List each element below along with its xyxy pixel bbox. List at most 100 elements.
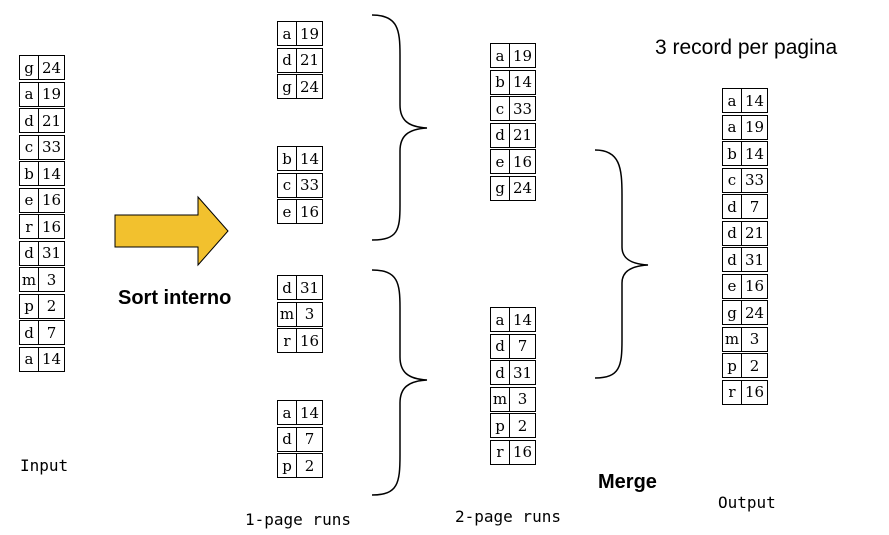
- record-value: 2: [39, 293, 65, 319]
- record-key: g: [490, 175, 510, 201]
- record-value: 14: [510, 307, 536, 332]
- record-key: r: [19, 214, 39, 239]
- record-key: a: [490, 43, 510, 68]
- record-key: b: [277, 146, 297, 171]
- record-value: 24: [510, 175, 536, 201]
- record-value: 33: [510, 96, 536, 121]
- record-key: p: [722, 353, 742, 378]
- record-key: e: [490, 149, 510, 174]
- record-value: 24: [742, 300, 768, 325]
- diagram-title: 3 record per pagina: [655, 36, 838, 59]
- record-value: 31: [297, 275, 323, 300]
- record-key: p: [277, 453, 297, 478]
- record-value: 7: [510, 333, 536, 359]
- record-value: 3: [510, 386, 536, 412]
- record-value: 31: [510, 360, 536, 385]
- record-key: d: [277, 426, 297, 452]
- record-key: a: [277, 21, 297, 46]
- record-key: g: [277, 74, 297, 99]
- record-value: 31: [39, 240, 65, 266]
- one-page-runs-label: 1-page runs: [245, 510, 351, 529]
- record-value: 24: [39, 55, 65, 80]
- record-key: c: [277, 172, 297, 198]
- sort-label: Sort interno: [118, 287, 232, 309]
- record-value: 19: [297, 21, 323, 46]
- record-value: 16: [742, 379, 768, 405]
- record-value: 7: [39, 320, 65, 345]
- record-key: b: [490, 69, 510, 95]
- record-key: d: [490, 122, 510, 148]
- record-key: d: [19, 320, 39, 345]
- record-key: c: [19, 134, 39, 160]
- record-value: 14: [39, 161, 65, 186]
- record-key: a: [19, 81, 39, 107]
- record-key: a: [277, 400, 297, 425]
- record-value: 16: [742, 273, 768, 299]
- record-value: 16: [297, 199, 323, 224]
- record-value: 2: [297, 453, 323, 478]
- record-value: 19: [510, 43, 536, 68]
- record-key: c: [490, 96, 510, 121]
- record-key: g: [19, 55, 39, 80]
- record-key: d: [277, 275, 297, 300]
- record-key: d: [722, 194, 742, 219]
- record-value: 14: [510, 69, 536, 95]
- record-key: d: [19, 240, 39, 266]
- record-value: 16: [39, 214, 65, 239]
- record-value: 14: [297, 146, 323, 171]
- record-key: a: [722, 114, 742, 140]
- record-value: 2: [742, 353, 768, 378]
- record-key: c: [722, 167, 742, 193]
- record-key: a: [490, 307, 510, 332]
- record-key: g: [722, 300, 742, 325]
- record-value: 16: [39, 187, 65, 213]
- record-value: 3: [39, 267, 65, 292]
- record-key: b: [722, 141, 742, 166]
- record-value: 16: [510, 439, 536, 465]
- record-key: e: [722, 273, 742, 299]
- sort-arrow-icon: [114, 195, 229, 267]
- record-value: 3: [297, 301, 323, 327]
- record-value: 24: [297, 74, 323, 99]
- record-value: 33: [39, 134, 65, 160]
- record-value: 7: [742, 194, 768, 219]
- two-page-runs-label: 2-page runs: [455, 507, 561, 526]
- record-value: 33: [742, 167, 768, 193]
- brace-left-bottom: [371, 269, 428, 496]
